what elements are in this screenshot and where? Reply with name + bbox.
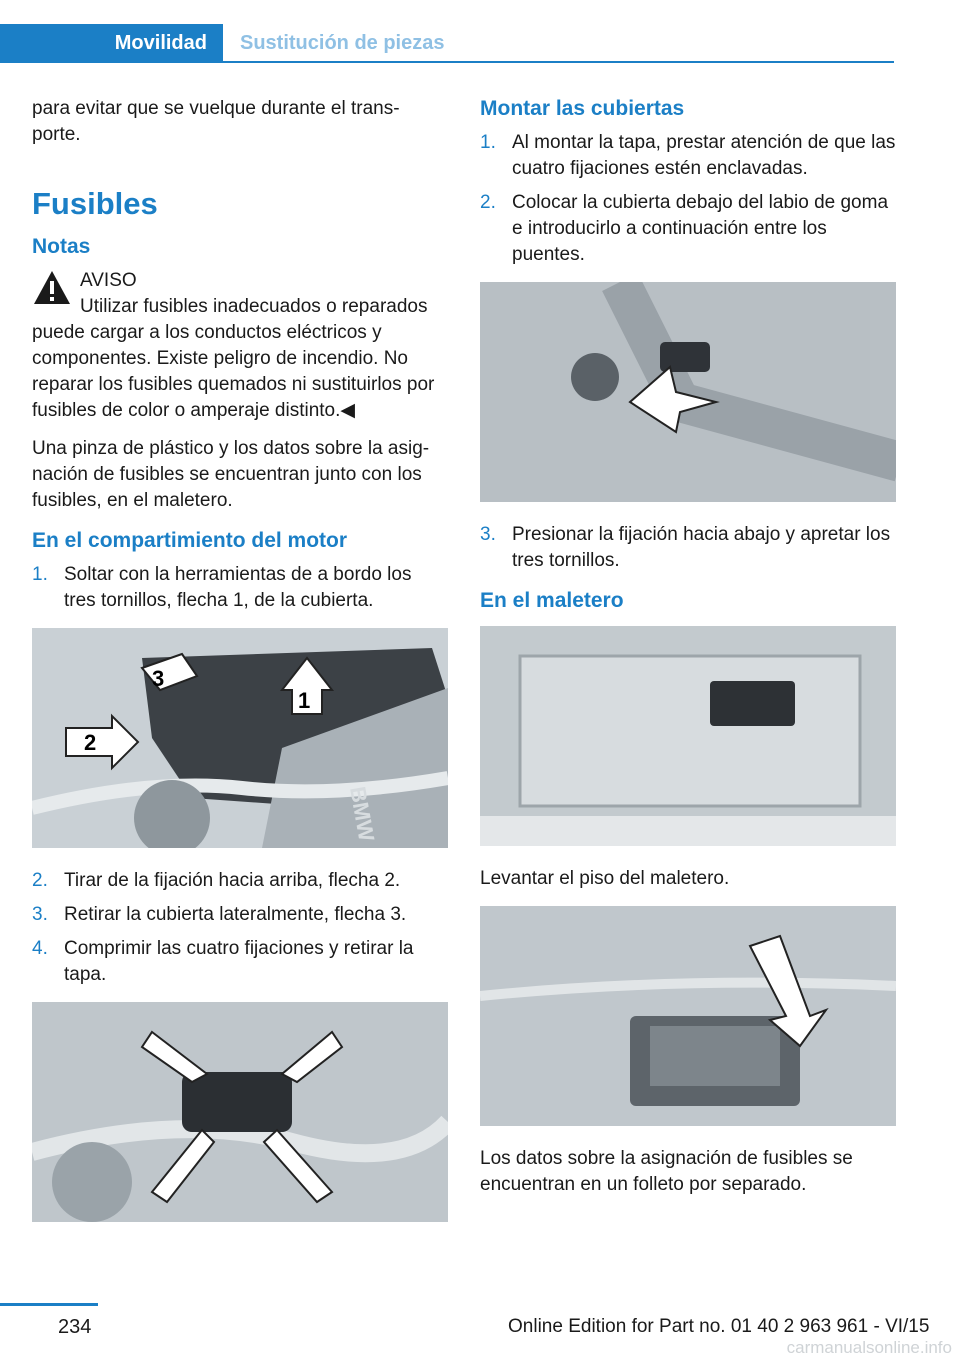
step-number: 4. <box>32 938 48 959</box>
list-item: 2. Tirar de la fijación hacia arriba, fle… <box>32 868 448 894</box>
lift-floor-text: Levantar el piso del maletero. <box>480 868 730 889</box>
warning-block: AVISO Utilizar fusibles inadecuados o re… <box>32 268 448 424</box>
list-item: 3. Presionar la fijación hacia abajo y ap… <box>480 522 896 574</box>
fuse-box-photo <box>480 906 896 1126</box>
engine-cover-photo: 3 1 2 BMW <box>32 628 448 848</box>
mount-photo <box>480 282 896 502</box>
arrow-2: 2 <box>65 713 140 771</box>
list-item: 3. Retirar la cubierta lateralmente, flec… <box>32 902 448 928</box>
page-header: Movilidad Sustitución de piezas <box>0 0 960 64</box>
trunk-heading: En el maletero <box>480 589 624 612</box>
step-number: 1. <box>480 132 496 153</box>
engine-steps-b: 2. Tirar de la fijación hacia arriba, fle… <box>32 868 448 988</box>
step-number: 2. <box>32 870 48 891</box>
list-item: 4. Comprimir las cuatro fijaciones y reti… <box>32 936 448 988</box>
left-column: para evitar que se vuelque durante el tr… <box>32 96 448 1242</box>
warning-label: AVISO <box>80 270 137 291</box>
right-column: Montar las cubiertas 1. Al montar la tapa… <box>480 96 896 1212</box>
step-text: Comprimir las cuatro fijaciones y retira… <box>64 938 414 985</box>
list-item: 2. Colocar la cubierta debajo del labio d… <box>480 190 896 268</box>
intro-text: para evitar que se vuelque durante el tr… <box>32 98 400 145</box>
footer-rule <box>0 1303 98 1306</box>
header-rule <box>0 61 894 63</box>
arrow-3: 3 <box>140 652 199 692</box>
arrow-label-1: 1 <box>298 688 310 713</box>
mount-steps-b: 3. Presionar la fijación hacia abajo y ap… <box>480 522 896 574</box>
arrow-label-2: 2 <box>84 730 96 755</box>
edition-text: Online Edition for Part no. 01 40 2 963 … <box>508 1316 930 1337</box>
step-text: Soltar con la herramientas de a bordo lo… <box>64 564 412 611</box>
step-text: Colocar la cubierta debajo del labio de … <box>512 192 889 265</box>
engine-heading: En el compartimiento del motor <box>32 529 348 552</box>
warning-text: Utilizar fusibles inadecuados o reparado… <box>32 296 435 421</box>
section-tab: Movilidad <box>0 24 223 62</box>
step-number: 3. <box>480 524 496 545</box>
step-number: 2. <box>480 192 496 213</box>
step-text: Retirar la cubierta lateralmente, flecha… <box>64 904 407 925</box>
step-number: 3. <box>32 904 48 925</box>
cover-clips-photo <box>32 1002 448 1222</box>
page-title: Fusibles <box>32 186 158 221</box>
step-number: 1. <box>32 564 48 585</box>
step-text: Al montar la tapa, prestar atención de q… <box>512 132 896 179</box>
mount-steps-a: 1. Al montar la tapa, prestar atención de… <box>480 130 896 268</box>
engine-steps-a: 1. Soltar con la herramientas de a bordo … <box>32 562 448 614</box>
list-item: 1. Soltar con la herramientas de a bordo … <box>32 562 448 614</box>
subsection-tab: Sustitución de piezas <box>240 31 445 54</box>
final-text: Los datos sobre la asignación de fusible… <box>480 1148 853 1195</box>
step-text: Tirar de la fijación hacia arriba, flech… <box>64 870 401 891</box>
arrow-1: 1 <box>279 656 335 715</box>
trunk-floor-photo <box>480 626 896 846</box>
mount-heading: Montar las cubiertas <box>480 97 685 120</box>
list-item: 1. Al montar la tapa, prestar atención de… <box>480 130 896 182</box>
warning-icon <box>34 271 70 304</box>
arrow-label-3: 3 <box>152 666 164 691</box>
notes-heading: Notas <box>32 235 91 258</box>
watermark: carmanualsonline.info <box>786 1338 952 1357</box>
clip-text: Una pinza de plástico y los datos sobre … <box>32 438 430 511</box>
step-text: Presionar la fijación hacia abajo y apre… <box>512 524 891 571</box>
page-number: 234 <box>58 1316 92 1338</box>
